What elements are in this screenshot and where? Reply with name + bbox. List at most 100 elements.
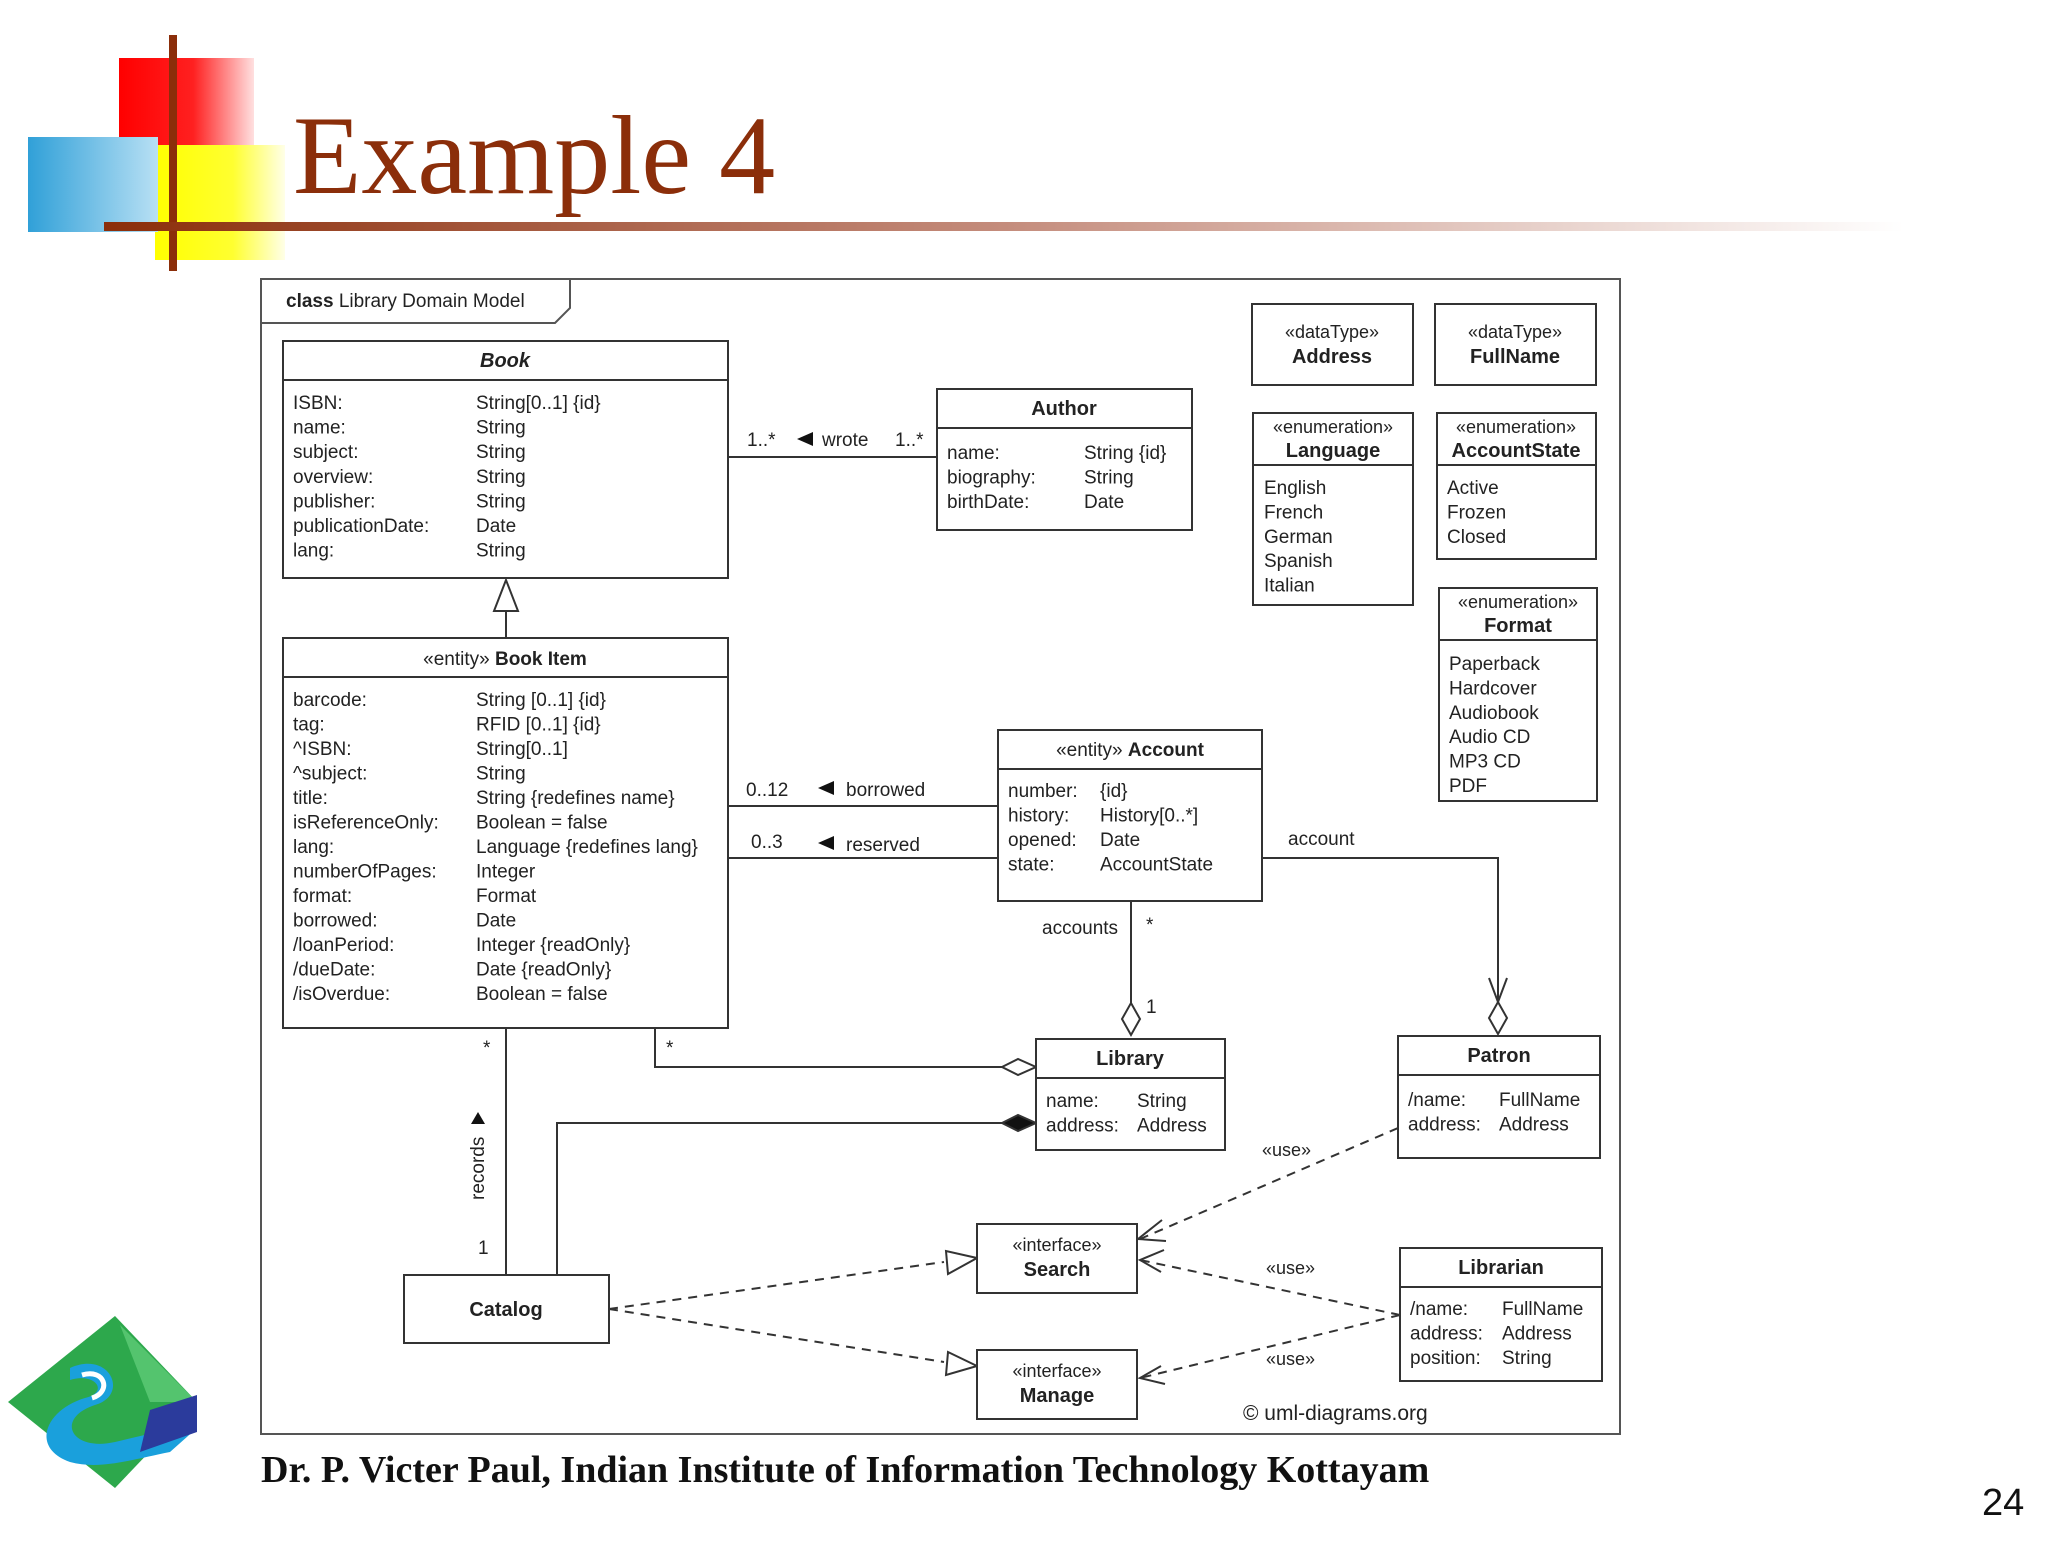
attribute-type: Date bbox=[1100, 830, 1140, 851]
borrowed-label: borrowed bbox=[846, 780, 925, 801]
attribute-type: String bbox=[476, 764, 526, 785]
attribute-name: numberOfPages: bbox=[293, 862, 437, 883]
bookitem-library-multiplicity: * bbox=[666, 1038, 674, 1059]
format-name: Format bbox=[1484, 615, 1552, 637]
enum-literal: Spanish bbox=[1264, 551, 1333, 572]
attribute-type: FullName bbox=[1499, 1090, 1580, 1111]
enum-literal: Paperback bbox=[1449, 654, 1540, 675]
enum-format[interactable]: «enumeration» Format PaperbackHardcoverA… bbox=[1438, 587, 1598, 802]
class-catalog[interactable]: Catalog bbox=[403, 1274, 610, 1344]
attribute-name: address: bbox=[1046, 1116, 1119, 1137]
library-multiplicity: 1 bbox=[1146, 997, 1157, 1018]
datatype-address[interactable]: «dataType» Address bbox=[1251, 303, 1414, 386]
attribute-name: publicationDate: bbox=[293, 516, 429, 537]
attribute-name: subject: bbox=[293, 442, 358, 463]
interface-search[interactable]: «interface» Search bbox=[976, 1223, 1138, 1294]
librarian-attributes: /name:FullNameaddress:Addressposition:St… bbox=[1410, 1299, 1583, 1369]
title-decoration bbox=[28, 35, 1904, 271]
enum-literal: Closed bbox=[1447, 527, 1506, 548]
author-name: Author bbox=[1031, 398, 1097, 420]
account-header: «entity» Account bbox=[1056, 740, 1205, 761]
format-stereotype: «enumeration» bbox=[1458, 592, 1578, 612]
class-account[interactable]: «entity» Account number:{id}history:Hist… bbox=[997, 729, 1263, 902]
institute-logo bbox=[8, 1316, 197, 1488]
enum-literal: Hardcover bbox=[1449, 678, 1537, 699]
attribute-name: barcode: bbox=[293, 690, 367, 711]
class-librarian[interactable]: Librarian /name:FullNameaddress:Addressp… bbox=[1399, 1247, 1603, 1382]
enum-literal: Italian bbox=[1264, 576, 1315, 597]
attribute-name: borrowed: bbox=[293, 911, 378, 932]
patron-name: Patron bbox=[1467, 1045, 1530, 1067]
enum-literal: German bbox=[1264, 527, 1333, 548]
borrowed-multiplicity: 0..12 bbox=[746, 780, 788, 801]
accountstate-name: AccountState bbox=[1452, 440, 1581, 462]
attribute-name: format: bbox=[293, 886, 352, 907]
attribute-type: Address bbox=[1137, 1116, 1207, 1137]
author-attributes: name:String {id}biography:StringbirthDat… bbox=[947, 443, 1166, 513]
attribute-name: publisher: bbox=[293, 491, 375, 512]
copyright-notice: © uml-diagrams.org bbox=[1243, 1402, 1428, 1425]
manage-realization-head bbox=[944, 1350, 980, 1377]
wrote-multiplicity-right: 1..* bbox=[895, 430, 924, 451]
fullname-stereotype: «dataType» bbox=[1468, 322, 1562, 342]
attribute-name: birthDate: bbox=[947, 492, 1029, 513]
association-labels: 1..* wrote 1..* 0..12 borrowed 0..3 rese… bbox=[468, 430, 1428, 1425]
address-stereotype: «dataType» bbox=[1285, 322, 1379, 342]
enum-language[interactable]: «enumeration» Language EnglishFrenchGerm… bbox=[1252, 412, 1414, 606]
account-attributes: number:{id}history:History[0..*]opened:D… bbox=[1008, 781, 1213, 876]
datatype-fullname[interactable]: «dataType» FullName bbox=[1434, 303, 1597, 386]
attribute-name: ISBN: bbox=[293, 393, 343, 414]
class-book[interactable]: Book ISBN:String[0..1] {id}name:Stringsu… bbox=[282, 340, 729, 579]
use-librarian-manage-label: «use» bbox=[1266, 1349, 1315, 1369]
bookitem-header: «entity» Book Item bbox=[423, 649, 587, 670]
attribute-type: Boolean = false bbox=[476, 813, 608, 834]
attribute-type: FullName bbox=[1502, 1299, 1583, 1320]
attribute-type: String {redefines name} bbox=[476, 788, 675, 809]
attribute-type: Address bbox=[1499, 1115, 1569, 1136]
attribute-name: address: bbox=[1410, 1324, 1483, 1345]
class-bookitem[interactable]: «entity» Book Item barcode: String [0..1]… bbox=[282, 637, 729, 1029]
attribute-type: String bbox=[476, 442, 526, 463]
borrowed-direction-icon bbox=[818, 781, 834, 795]
attribute-name: opened: bbox=[1008, 830, 1077, 851]
enum-literal: MP3 CD bbox=[1449, 752, 1521, 773]
attribute-name: tag: bbox=[293, 715, 325, 736]
attribute-type: String bbox=[476, 491, 526, 512]
bookitem-records-multiplicity: * bbox=[483, 1038, 491, 1059]
attribute-type: String[0..1] bbox=[476, 739, 568, 760]
enum-literal: French bbox=[1264, 502, 1323, 523]
attribute-type: History[0..*] bbox=[1100, 806, 1198, 827]
attribute-type: Date bbox=[476, 911, 516, 932]
attribute-type: String bbox=[476, 541, 526, 562]
attribute-name: isReferenceOnly: bbox=[293, 813, 439, 834]
attribute-type: String [0..1] {id} bbox=[476, 690, 606, 711]
language-stereotype: «enumeration» bbox=[1273, 417, 1393, 437]
attribute-name: number: bbox=[1008, 781, 1078, 802]
attribute-type: Address bbox=[1502, 1324, 1572, 1345]
reserved-multiplicity: 0..3 bbox=[751, 832, 783, 853]
attribute-name: lang: bbox=[293, 837, 334, 858]
interface-manage[interactable]: «interface» Manage bbox=[976, 1349, 1138, 1420]
attribute-type: Integer {readOnly} bbox=[476, 935, 630, 956]
address-name: Address bbox=[1292, 346, 1372, 368]
attribute-name: lang: bbox=[293, 541, 334, 562]
bookitem-attributes: barcode:String [0..1] {id}tag:RFID [0..1… bbox=[293, 690, 698, 1005]
fullname-name: FullName bbox=[1470, 346, 1560, 368]
reserved-label: reserved bbox=[846, 835, 920, 856]
attribute-type: String {id} bbox=[1084, 443, 1166, 464]
frame-header: class Library Domain Model bbox=[286, 291, 525, 312]
attribute-name: overview: bbox=[293, 467, 373, 488]
attribute-type: String bbox=[1502, 1348, 1552, 1369]
enum-accountstate[interactable]: «enumeration» AccountState ActiveFrozenC… bbox=[1436, 412, 1597, 560]
class-author[interactable]: Author name:String {id}biography:Stringb… bbox=[936, 388, 1193, 531]
book-attributes: ISBN:String[0..1] {id}name:Stringsubject… bbox=[293, 393, 601, 562]
attribute-name: /name: bbox=[1410, 1299, 1468, 1320]
